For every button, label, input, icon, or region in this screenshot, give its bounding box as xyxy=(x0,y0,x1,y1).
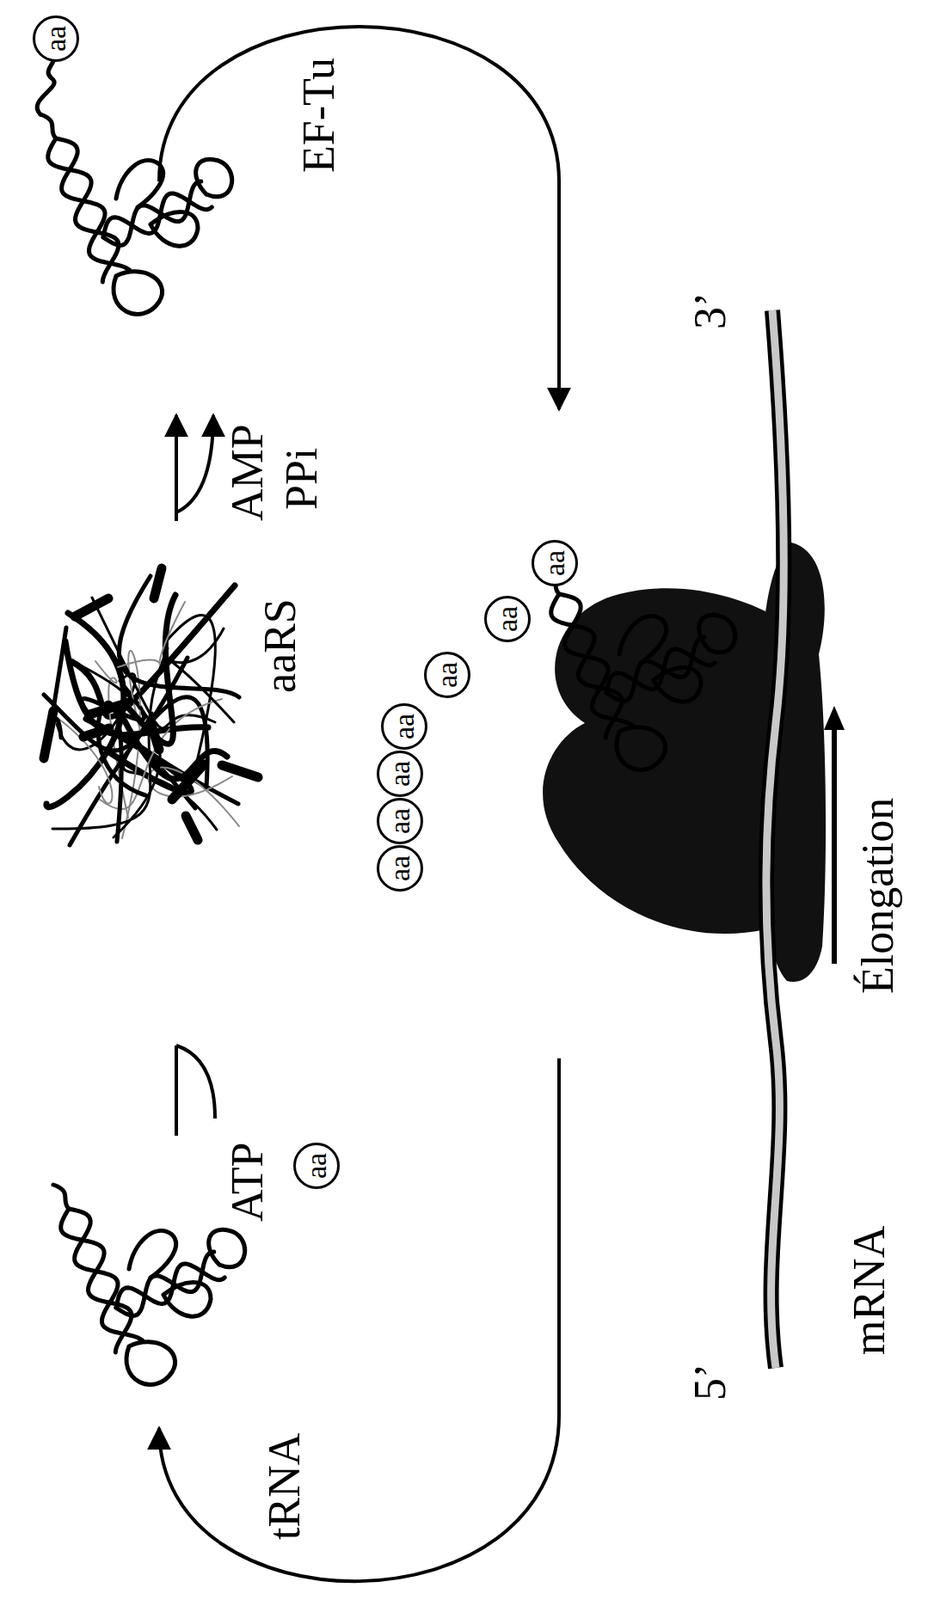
diagram-label: PPi xyxy=(279,448,325,511)
release-curve xyxy=(176,415,214,513)
amino-acid-text: aa xyxy=(385,855,415,882)
trna-tail xyxy=(53,1185,69,1210)
amino-acid-circle: aa xyxy=(293,1143,340,1190)
protein-helix xyxy=(43,711,54,759)
trna-loop xyxy=(653,668,701,703)
reaction-curve xyxy=(176,1045,216,1119)
amino-acid-text: aa xyxy=(492,606,523,633)
amino-acid-text: aa xyxy=(432,662,462,689)
reaction-arrow xyxy=(174,415,179,522)
amino-acid-text: aa xyxy=(41,25,71,52)
amino-acid-text: aa xyxy=(385,808,415,835)
amino-acid-text: aa xyxy=(540,550,570,577)
cycle-arc-bottom xyxy=(159,1058,560,1582)
amino-acid-circle: aa xyxy=(376,798,424,845)
protein-ribbon xyxy=(169,628,234,723)
protein-helix xyxy=(74,598,109,617)
elongation-arrow xyxy=(831,723,837,965)
diagram-label: ATP xyxy=(225,1143,271,1223)
trna-loop xyxy=(699,614,736,652)
diagram-label: aaRS xyxy=(258,598,303,694)
protein-ribbon xyxy=(52,648,168,830)
reaction-line xyxy=(174,1045,179,1137)
charged-trna-structure xyxy=(40,114,233,314)
diagram-label: tRNA xyxy=(262,1433,308,1541)
helix-strand xyxy=(48,138,119,283)
helix-strand xyxy=(551,594,622,738)
diagram-label: 3’ xyxy=(688,292,733,330)
trna-structure xyxy=(53,1185,246,1385)
helix-strand xyxy=(55,138,130,271)
protein-ribbon xyxy=(117,602,185,668)
amino-acid-circle: aa xyxy=(376,750,424,798)
protein-ribbon xyxy=(118,576,240,698)
helix-strand xyxy=(559,594,634,726)
protein-helix xyxy=(221,765,259,778)
amino-acid-text: aa xyxy=(389,713,419,740)
trna-tail xyxy=(40,114,56,139)
helix-strand xyxy=(61,1209,132,1353)
amino-acid-circle: aa xyxy=(376,845,424,892)
trna-loop xyxy=(163,1283,211,1318)
amino-acid-text: aa xyxy=(385,761,415,787)
ribosome-trna-structure xyxy=(543,570,736,770)
amino-acid-text: aa xyxy=(301,1153,332,1180)
protein-helix xyxy=(89,702,130,715)
diagram-label: mRNA xyxy=(847,1226,892,1356)
protein-helix xyxy=(150,722,160,750)
diagram-label: EF-Tu xyxy=(296,57,342,173)
amino-acid-circle: aa xyxy=(424,651,471,699)
diagram-label: Élongation xyxy=(855,798,901,995)
trna-loop xyxy=(129,1231,177,1279)
protein-helix xyxy=(172,764,204,800)
protein-ribbon xyxy=(98,702,146,842)
protein-helix xyxy=(83,728,110,738)
protein-helix xyxy=(153,568,162,599)
mrna-core xyxy=(766,310,785,1369)
ribosome-large-subunit xyxy=(542,588,766,935)
protein-helix xyxy=(185,816,198,841)
trna-loop xyxy=(619,616,667,664)
trna-loop xyxy=(208,1229,246,1267)
diagram-label: 5’ xyxy=(688,1364,733,1402)
trna-loop xyxy=(113,271,163,315)
diagram-label: AMP xyxy=(225,424,271,522)
trna-tail xyxy=(36,56,56,115)
trna-loop xyxy=(196,159,233,197)
trna-loop xyxy=(126,1342,176,1386)
helix-strand xyxy=(68,1209,143,1341)
elongation-arrowhead xyxy=(823,706,845,731)
trna-loop xyxy=(116,160,164,208)
trna-loop xyxy=(616,727,666,771)
protein-ribbon xyxy=(73,660,160,838)
amino-acid-circle: aa xyxy=(32,15,80,62)
cycle-arc-top xyxy=(159,26,560,410)
amino-acid-circle: aa xyxy=(484,596,531,643)
trna-loop xyxy=(150,212,198,247)
amino-acid-circle: aa xyxy=(531,540,578,587)
aars-protein xyxy=(43,568,259,846)
amino-acid-circle: aa xyxy=(381,703,428,750)
mrna-strand xyxy=(766,310,785,1369)
